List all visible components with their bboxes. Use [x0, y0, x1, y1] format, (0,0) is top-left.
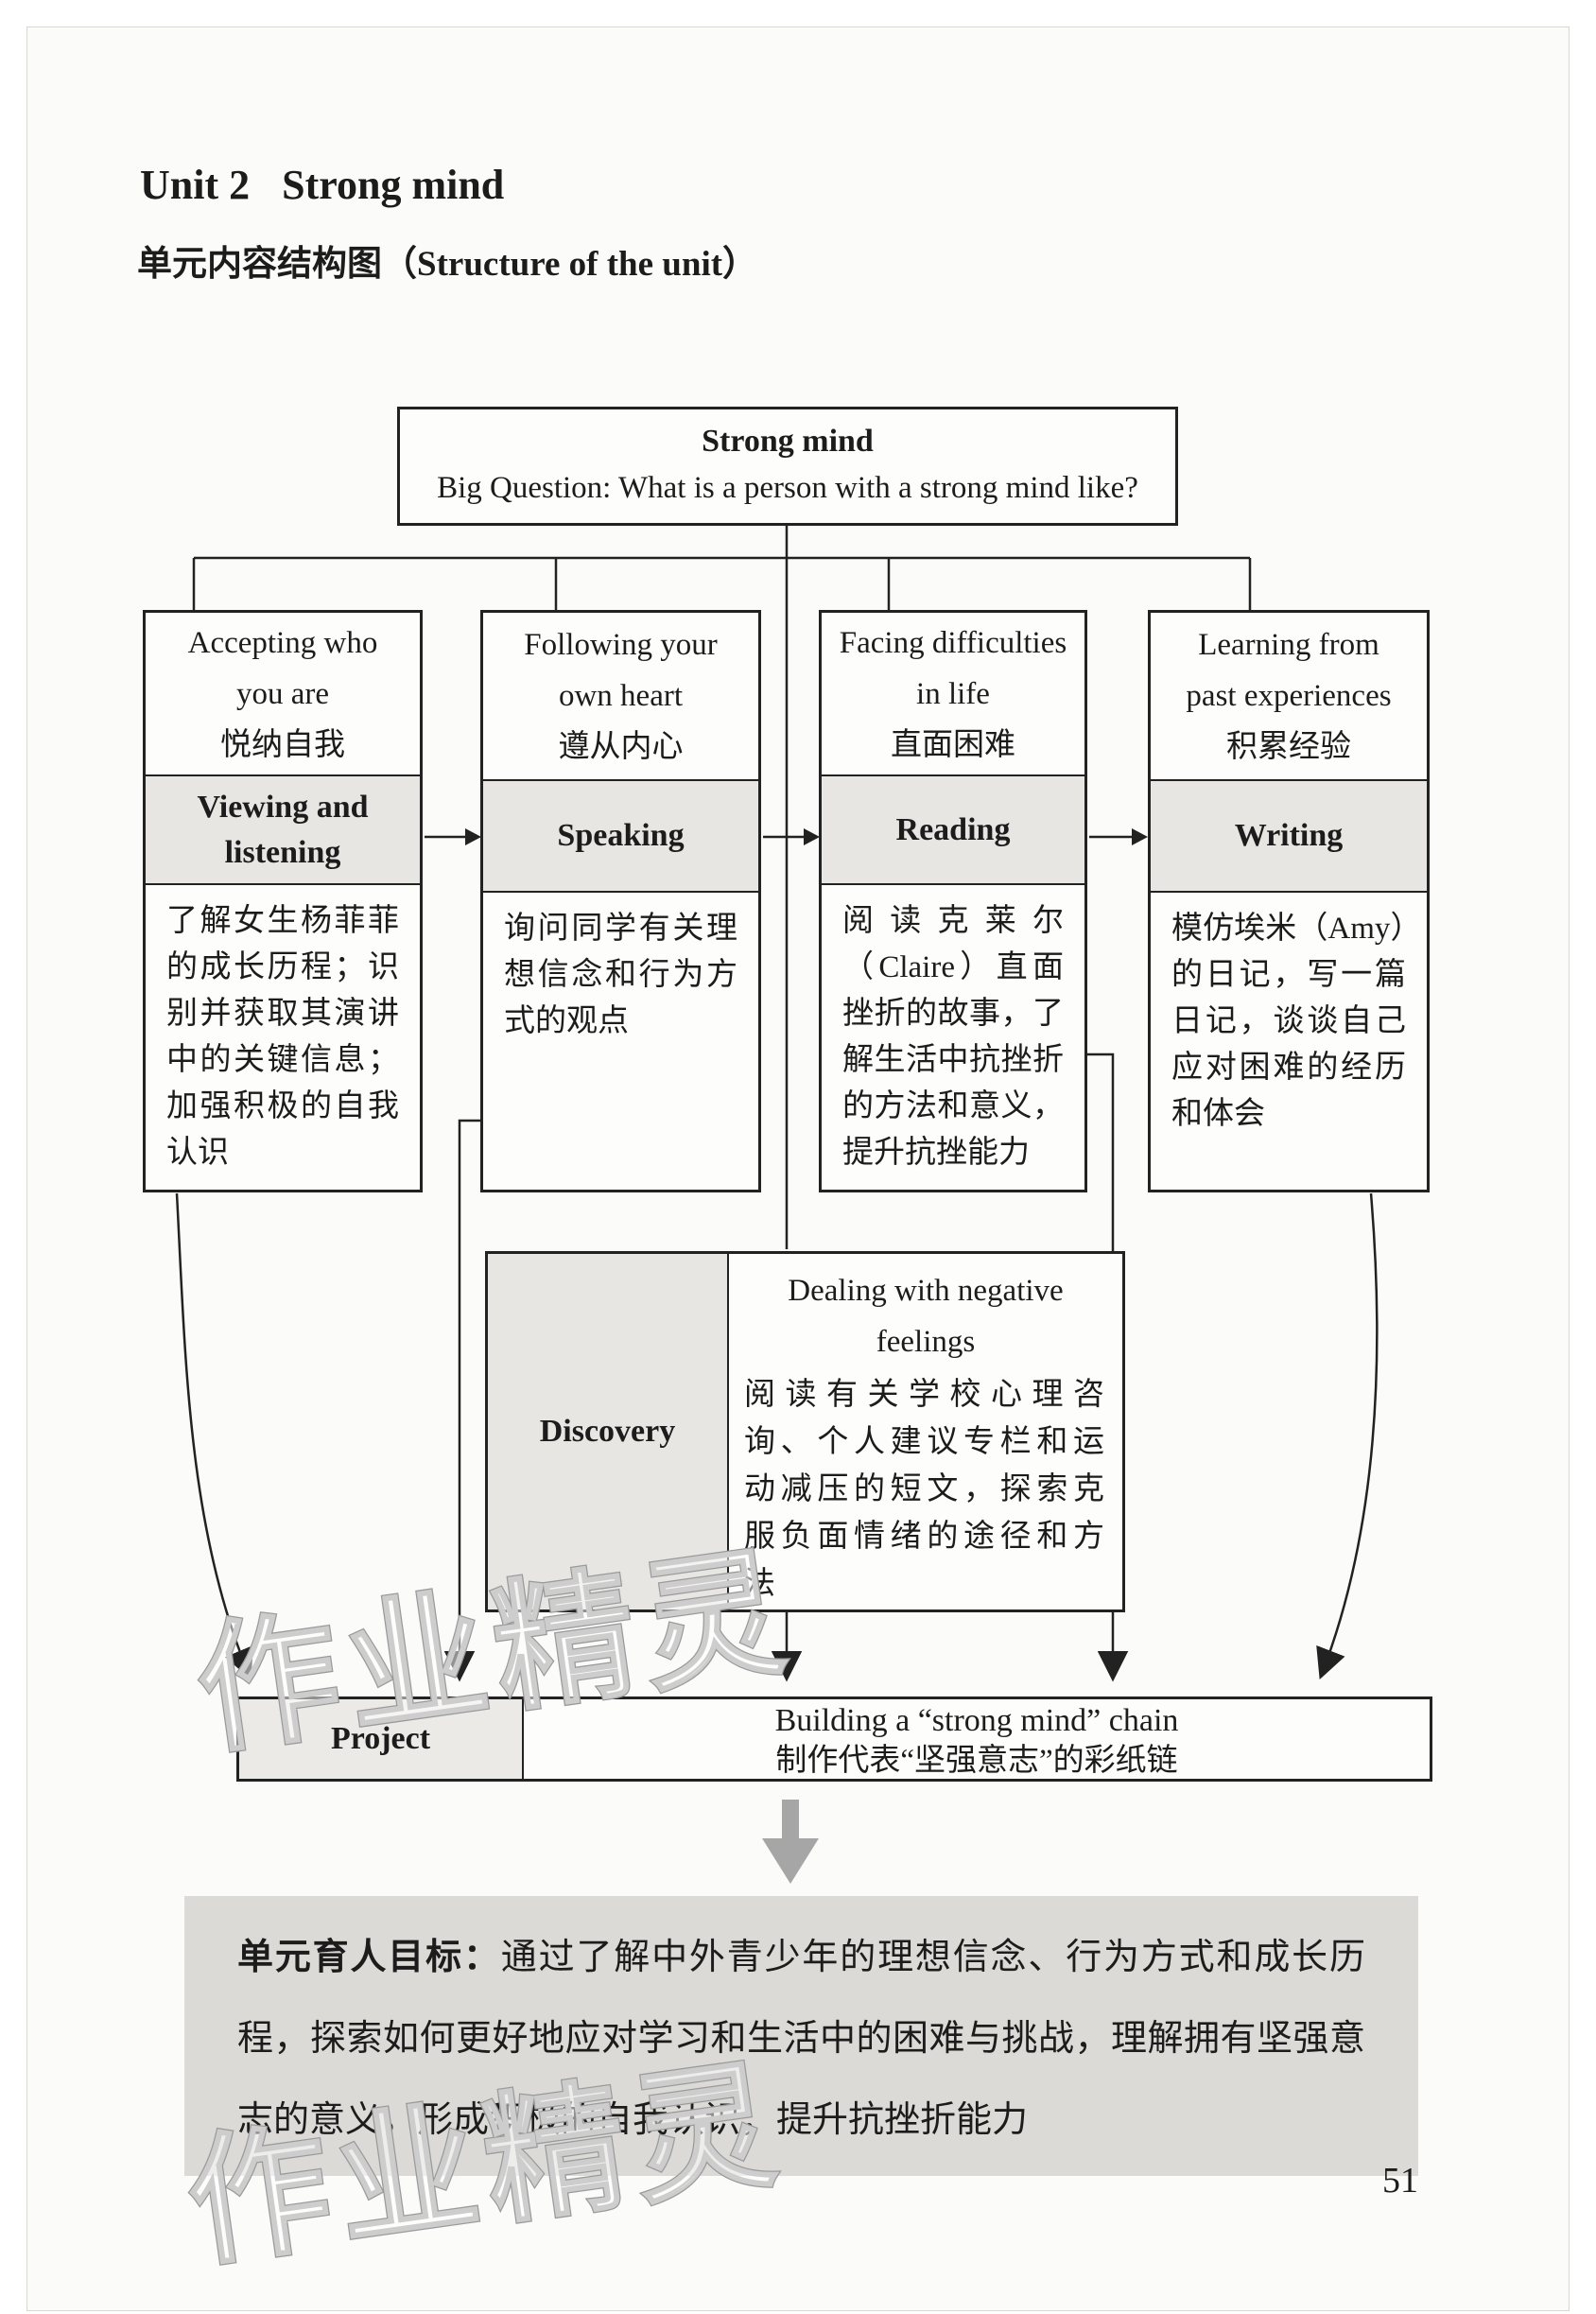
- big-question-title: Strong mind: [702, 424, 874, 459]
- discovery-box: Discovery Dealing with negative feelings…: [485, 1251, 1125, 1612]
- page-title: Unit 2 Strong mind: [140, 161, 504, 209]
- skill-description: 模仿埃米（Amy）的日记，写一篇日记，谈谈自己应对困难的经历和体会: [1171, 912, 1406, 1131]
- theme-en-line2: past experiences: [1186, 679, 1392, 713]
- theme-en-line1: Following your: [524, 628, 718, 662]
- subtitle-en: Structure of the unit: [417, 245, 723, 284]
- theme-zh: 直面困难: [891, 727, 1015, 762]
- theme-header: Facing difficulties in life 直面困难: [822, 613, 1084, 777]
- big-question-box: Strong mind Big Question: What is a pers…: [397, 407, 1178, 526]
- discovery-label: Discovery: [488, 1254, 729, 1609]
- theme-zh: 悦纳自我: [220, 727, 345, 762]
- subtitle-close: ）: [722, 244, 758, 283]
- skill-label: Speaking: [483, 781, 758, 893]
- discovery-title-line1: Dealing with negative: [788, 1274, 1064, 1308]
- discovery-content: Dealing with negative feelings 阅读有关学校心理咨…: [729, 1254, 1122, 1609]
- column-viewing-listening: Accepting who you are 悦纳自我 Viewing and l…: [143, 610, 423, 1192]
- skill-description: 阅读克莱尔（Claire）直面挫折的故事，了解生活中抗挫折的方法和意义，提升抗挫…: [842, 904, 1064, 1170]
- skill-label: Reading: [822, 776, 1084, 885]
- project-content: Building a “strong mind” chain 制作代表“坚强意志…: [524, 1699, 1430, 1779]
- theme-header: Learning from past experiences 积累经验: [1151, 613, 1427, 781]
- project-line-en: Building a “strong mind” chain: [774, 1703, 1179, 1738]
- discovery-title-line2: feelings: [876, 1325, 976, 1359]
- column-writing: Learning from past experiences 积累经验 Writ…: [1148, 610, 1430, 1192]
- theme-en-line1: Facing difficulties: [839, 625, 1067, 660]
- unit-label: Unit 2: [140, 162, 251, 208]
- column-reading: Facing difficulties in life 直面困难 Reading…: [819, 610, 1087, 1192]
- unit-goal-text: 通过了解中外青少年的理想信念、行为方式和成长历程，探索如何更好地应对学习和生活中…: [237, 1938, 1365, 2140]
- project-label: Project: [239, 1699, 524, 1779]
- big-question-text: Big Question: What is a person with a st…: [437, 471, 1138, 505]
- theme-en-line2: in life: [916, 676, 990, 711]
- theme-zh: 遵从内心: [558, 730, 684, 764]
- theme-zh: 积累经验: [1226, 730, 1351, 764]
- unit-title: Strong mind: [282, 162, 505, 208]
- theme-header: Following your own heart 遵从内心: [483, 613, 758, 781]
- theme-header: Accepting who you are 悦纳自我: [146, 613, 420, 777]
- discovery-description: 阅读有关学校心理咨询、个人建议专栏和运动减压的短文，探索克服负面情绪的途径和方法: [744, 1378, 1107, 1601]
- skill-label: Viewing and listening: [146, 776, 420, 885]
- subtitle-zh: 单元内容结构图（: [137, 244, 417, 283]
- skill-description: 询问同学有关理想信念和行为方式的观点: [504, 912, 737, 1038]
- column-speaking: Following your own heart 遵从内心 Speaking 询…: [480, 610, 761, 1192]
- theme-en-line1: Learning from: [1198, 628, 1379, 662]
- unit-goal-box: 单元育人目标：通过了解中外青少年的理想信念、行为方式和成长历程，探索如何更好地应…: [184, 1896, 1418, 2176]
- project-line-zh: 制作代表“坚强意志”的彩纸链: [775, 1744, 1178, 1778]
- project-box: Project Building a “strong mind” chain 制…: [236, 1696, 1432, 1782]
- theme-en-line1: Accepting who: [187, 625, 378, 660]
- page-number: 51: [1382, 2161, 1418, 2201]
- theme-en-line2: own heart: [558, 679, 684, 713]
- page-subtitle: 单元内容结构图（Structure of the unit）: [137, 235, 757, 286]
- skill-label: Writing: [1151, 781, 1427, 893]
- unit-goal-label: 单元育人目标：: [237, 1938, 501, 1977]
- skill-description: 了解女生杨菲菲的成长历程；识别并获取其演讲中的关键信息；加强积极的自我认识: [166, 904, 399, 1170]
- theme-en-line2: you are: [235, 676, 330, 711]
